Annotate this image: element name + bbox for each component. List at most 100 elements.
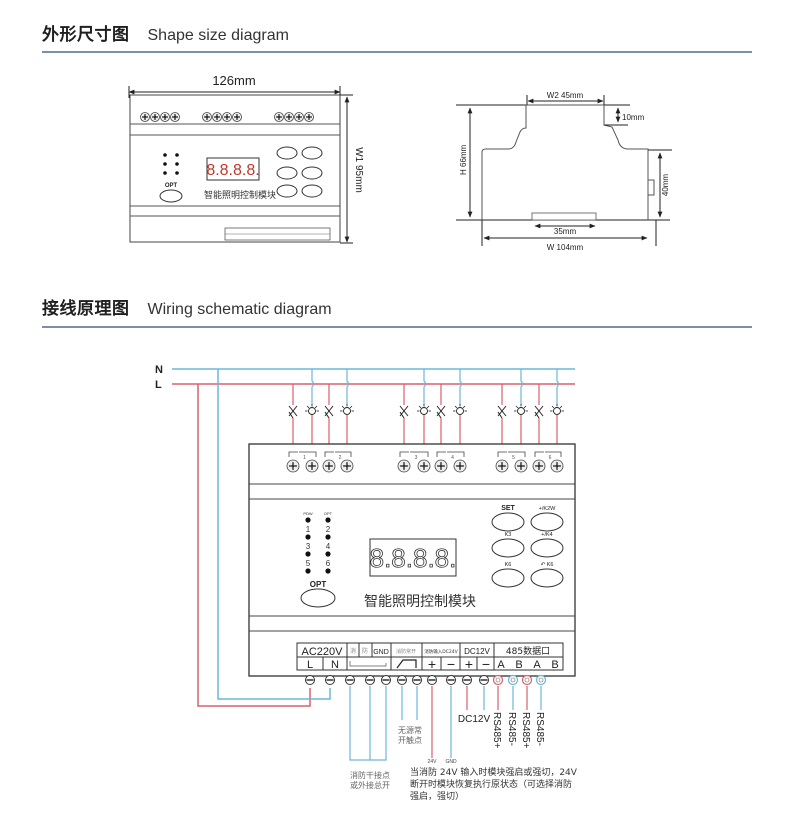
relay-terminal-screw xyxy=(514,459,528,473)
relay-terminal-screw xyxy=(305,459,319,473)
front-terminal-screw xyxy=(304,112,314,122)
front-display-digits: 8.8.8.8. xyxy=(206,162,259,179)
front-buttons xyxy=(276,146,323,198)
shape-section-title-cn: 外形尺寸图 xyxy=(42,25,130,45)
fire-note-line3: 强启，强切） xyxy=(410,790,464,802)
opt-button xyxy=(300,588,336,608)
dc12v-header: DC12V xyxy=(464,647,490,656)
lamp-icon xyxy=(453,404,467,415)
switch-icon xyxy=(436,405,446,419)
side-top-width-label: W2 45mm xyxy=(547,91,584,100)
wiring-section-divider xyxy=(42,326,752,328)
button-shape xyxy=(491,512,525,532)
rs-a1-label: A xyxy=(497,659,505,671)
front-terminal-screw xyxy=(150,112,160,122)
channel-bracket: 3 xyxy=(399,451,429,461)
side-height-label: H 66mm xyxy=(459,144,468,175)
dry-contact-wire-2 xyxy=(370,686,387,761)
shape-section-divider xyxy=(42,51,752,53)
shape-section-header: 外形尺寸图 Shape size diagram xyxy=(42,20,289,45)
front-width-label: 126mm xyxy=(212,73,255,88)
status-led xyxy=(325,568,331,574)
status-led xyxy=(325,517,331,523)
side-total-width-label: W 104mm xyxy=(547,243,584,252)
switch-icon xyxy=(324,405,334,419)
terminal-block: AC220V L N 消 防 GND 消防常开 消防输入DC24V + − DC… xyxy=(296,642,564,672)
status-led xyxy=(305,517,311,523)
led-label: OPT xyxy=(324,511,333,516)
lamp-icon xyxy=(305,404,319,415)
relay-terminal-screw xyxy=(322,459,336,473)
neutral-tap-wire xyxy=(556,369,560,405)
button-shape xyxy=(530,568,564,588)
power-terminal-screw xyxy=(381,675,391,685)
switch-icon xyxy=(497,405,507,419)
front-terminal-screw xyxy=(202,112,212,122)
power-terminal-screw xyxy=(345,675,355,685)
rs-b1-label: B xyxy=(515,659,522,671)
power-terminal-screw xyxy=(446,675,456,685)
button-shape xyxy=(491,538,525,558)
fire-minus-label: − xyxy=(447,656,455,672)
power-terminal-screw xyxy=(325,675,335,685)
ac-l-label: L xyxy=(307,659,313,671)
opt-button-label: OPT xyxy=(310,580,327,589)
button-shape xyxy=(491,568,525,588)
front-view: 126mm OPT 8.8.8.8. 智能照明控制模块 W1 95mm xyxy=(128,73,364,244)
front-display xyxy=(206,157,260,181)
power-terminal-screw xyxy=(412,675,422,685)
front-height-label: W1 95mm xyxy=(353,147,364,193)
fire-plus-label: + xyxy=(428,656,436,672)
bus-label-n: N xyxy=(155,364,163,376)
bus-label-l: L xyxy=(155,379,162,391)
relay-terminal-screw xyxy=(550,459,564,473)
lamp-icon xyxy=(514,404,528,415)
ac220v-label: AC220V xyxy=(302,646,344,658)
led-label: 5 xyxy=(306,559,311,568)
no-contact-label: 消防常开 xyxy=(396,648,416,655)
front-button-k4 xyxy=(301,166,323,180)
neutral-tap-wire xyxy=(346,369,350,405)
front-terminal-screw xyxy=(140,112,150,122)
front-led xyxy=(175,171,179,175)
relay-terminal-screw xyxy=(434,459,448,473)
channel-bracket: 5 xyxy=(497,451,526,461)
rs485-terminal-screw xyxy=(492,674,504,686)
rs485-terminal-screw xyxy=(521,674,533,686)
front-terminal-screw xyxy=(284,112,294,122)
segment-display-digits: 8.8.8.8. xyxy=(370,543,457,573)
front-terminal-screw xyxy=(294,112,304,122)
channel-bracket: 2 xyxy=(324,451,352,461)
led-label: 3 xyxy=(306,542,311,551)
status-led xyxy=(305,568,311,574)
rs-b2-label: B xyxy=(551,659,558,671)
ac-n-label: N xyxy=(331,659,339,671)
live-feed-wire xyxy=(197,384,311,707)
neutral-tap-wire xyxy=(459,369,463,405)
front-opt-label: OPT xyxy=(165,183,178,189)
front-opt-button xyxy=(159,189,183,203)
neutral-tap-wire xyxy=(311,369,315,405)
shape-section-title-en: Shape size diagram xyxy=(147,27,289,44)
segment-display xyxy=(369,538,457,577)
channel-number: 3 xyxy=(415,455,418,461)
power-terminal-screw xyxy=(427,675,437,685)
rs485-terminal-screw xyxy=(535,674,547,686)
v24-annotation: 24V xyxy=(428,759,438,765)
dc-minus-label: − xyxy=(482,656,490,672)
front-terminal-screw xyxy=(274,112,284,122)
fire-note-line2: 断开时模块恢复执行原状态（可选择消防 xyxy=(410,778,572,790)
channel-bracket: 6 xyxy=(534,451,562,461)
side-rail-label: 35mm xyxy=(554,227,577,236)
wiring-section-title-en: Wiring schematic diagram xyxy=(147,301,332,318)
side-right-height-label: 40mm xyxy=(661,174,670,197)
channel-bracket: 4 xyxy=(436,451,465,461)
relay-terminal-screw xyxy=(417,459,431,473)
button-label: K6 xyxy=(505,562,512,568)
rs-a2-label: A xyxy=(533,659,541,671)
button-label: ↶ K6 xyxy=(541,562,554,568)
gnd-label: GND xyxy=(373,649,389,656)
gnd-annotation: GND xyxy=(445,759,457,765)
lamp-icon xyxy=(417,404,431,415)
